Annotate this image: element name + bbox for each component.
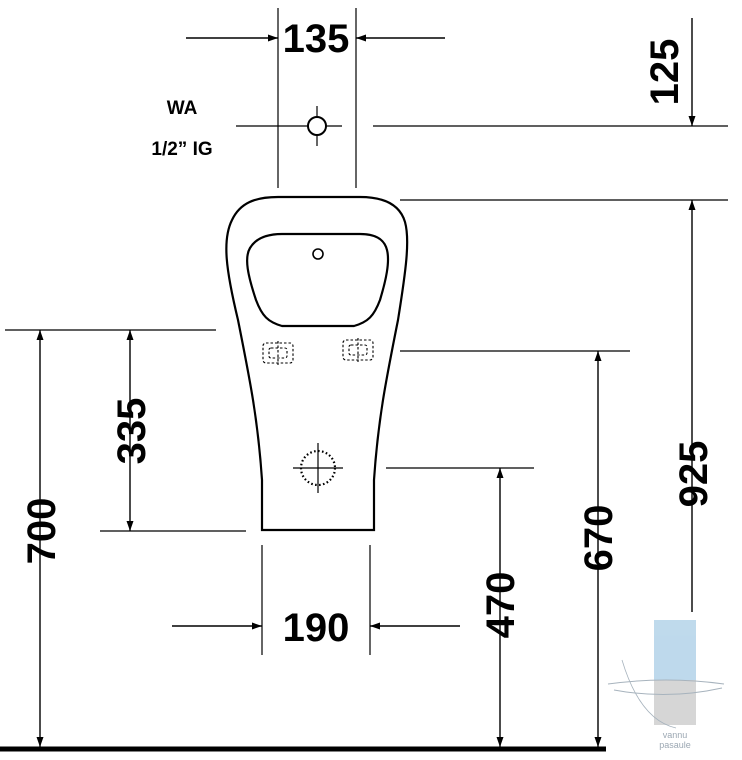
dimension-335: 335 xyxy=(110,398,154,465)
dimension-125: 125 xyxy=(643,39,687,106)
mounting-bracket-left xyxy=(262,341,294,365)
mounting-bracket-right xyxy=(342,338,374,362)
dimension-700: 700 xyxy=(20,498,64,565)
dimension-670: 670 xyxy=(577,505,621,572)
urinal-body xyxy=(225,195,409,532)
label-thread-size: 1/2” IG xyxy=(151,139,212,160)
dimension-925: 925 xyxy=(672,441,716,508)
urinal-bowl xyxy=(246,232,390,328)
outlet-symbol xyxy=(293,443,343,493)
watermark-logo: vannu pasaule xyxy=(607,620,725,750)
water-inlet-symbol xyxy=(236,106,342,146)
label-wa: WA xyxy=(167,98,198,119)
dimension-190: 190 xyxy=(283,606,350,650)
dimension-lines xyxy=(36,18,696,747)
flush-hole xyxy=(312,248,324,260)
dimension-470: 470 xyxy=(479,572,523,639)
dimension-135: 135 xyxy=(283,17,350,61)
watermark-text-1: vannu xyxy=(663,730,688,740)
watermark-text-2: pasaule xyxy=(659,740,691,750)
